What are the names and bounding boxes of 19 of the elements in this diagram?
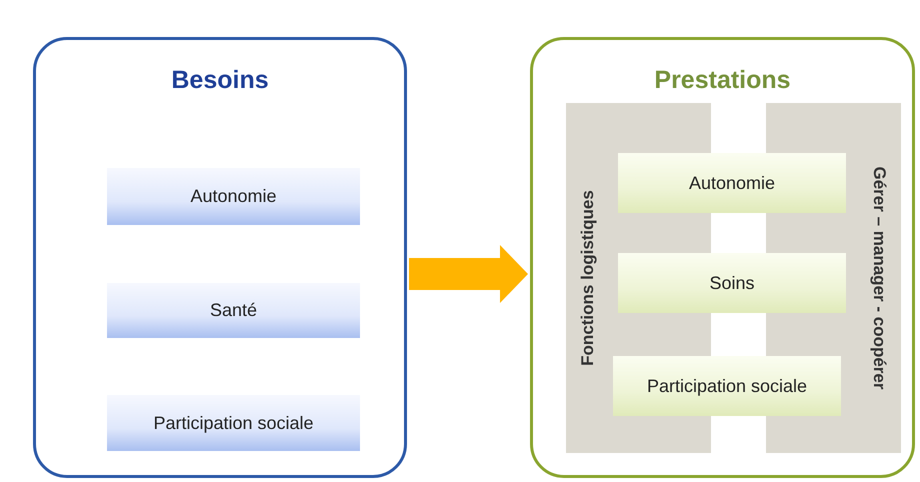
box-label: Autonomie bbox=[190, 186, 277, 207]
category-box bbox=[107, 283, 360, 338]
category-box bbox=[107, 168, 360, 225]
box-label: Santé bbox=[210, 300, 258, 321]
category-box bbox=[618, 253, 846, 313]
rounded-panel bbox=[33, 37, 407, 478]
box-label: Participation sociale bbox=[153, 412, 314, 434]
band-label: Gérer – manager - coopérer bbox=[869, 166, 889, 390]
category-box bbox=[613, 356, 841, 416]
category-box bbox=[107, 395, 360, 451]
panel-title: Besoins bbox=[170, 66, 270, 95]
category-box bbox=[618, 153, 846, 213]
box-label: Autonomie bbox=[688, 172, 776, 194]
rounded-panel bbox=[530, 37, 915, 478]
panel-title: Prestations bbox=[653, 66, 792, 95]
box-label: Participation sociale bbox=[646, 376, 808, 396]
box-label: Soins bbox=[709, 272, 755, 294]
block-arrow bbox=[409, 245, 528, 303]
band-label: Fonctions logistiques bbox=[578, 190, 598, 366]
